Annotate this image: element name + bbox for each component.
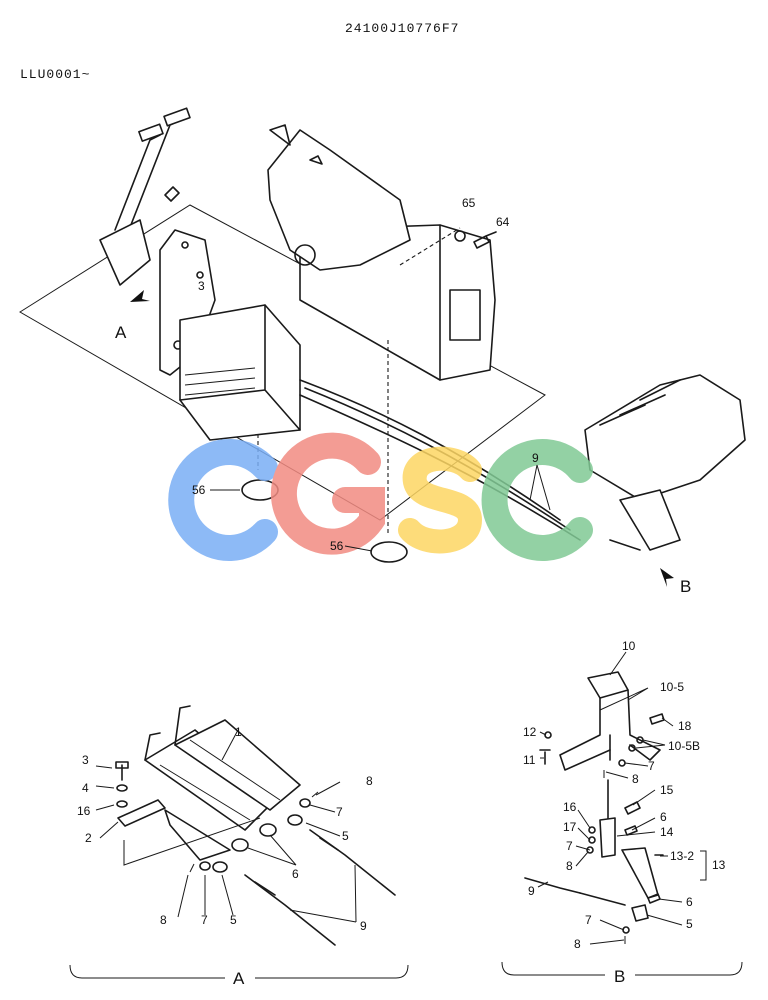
watermark-s	[398, 446, 483, 554]
drawing-code: LLU0001~	[20, 67, 90, 82]
washer-16-icon	[116, 800, 128, 808]
pad-56-right	[370, 541, 408, 563]
lever-14	[599, 817, 616, 858]
plate-13	[621, 847, 659, 899]
section-label-a: A	[233, 969, 245, 988]
callout-65: 65	[462, 196, 476, 210]
callout-3: 3	[198, 279, 205, 293]
pins-8	[189, 791, 319, 873]
callout-64: 64	[496, 215, 510, 229]
cable-upper	[299, 379, 561, 521]
a-callout-8-top: 8	[366, 774, 373, 788]
detail-a: 1 3 4 16 2 8 7 5 6 8 7 5 9 A	[69, 705, 409, 988]
b-callout-18: 18	[678, 719, 692, 733]
b-callout-6-bottom: 6	[686, 895, 693, 909]
callout-9: 9	[532, 451, 539, 465]
main-assembly	[19, 107, 746, 587]
b-callout-17: 17	[563, 820, 577, 834]
a-callout-6: 6	[292, 867, 299, 881]
a-callout-5-top: 5	[342, 829, 349, 843]
watermark	[168, 432, 593, 561]
b-callout-13: 13	[712, 858, 726, 872]
nut-65-icon	[454, 230, 466, 242]
b-callout-15: 15	[660, 783, 674, 797]
bolt-11-icon	[539, 749, 551, 765]
detail-a-bracket	[69, 964, 409, 979]
b-callout-7-mid: 7	[566, 839, 573, 853]
a-callout-16: 16	[77, 804, 91, 818]
bolt-64-icon	[473, 231, 497, 249]
rear-bracket	[267, 129, 411, 271]
console-box	[179, 304, 301, 441]
pin-6-top-icon	[624, 825, 638, 836]
bushing-5b	[212, 861, 228, 873]
callout-a: A	[115, 323, 127, 342]
b-callout-14: 14	[660, 825, 674, 839]
bolt-3-icon	[115, 761, 129, 781]
b-callout-10: 10	[622, 639, 636, 653]
bushing-5a	[287, 814, 303, 826]
b-callout-13-2: 13-2	[670, 849, 694, 863]
a-callout-2: 2	[85, 831, 92, 845]
bolt-15-icon	[624, 801, 641, 815]
b-callout-8-top: 8	[632, 772, 639, 786]
b-callout-9: 9	[528, 884, 535, 898]
b-callout-11: 11	[523, 753, 536, 767]
main-callouts: 65 64 3 A 56 56 9 B	[115, 196, 691, 596]
a-callout-5-bottom: 5	[230, 913, 237, 927]
arrow-a-icon	[130, 290, 150, 302]
b-callout-7-top: 7	[648, 759, 655, 773]
b-callout-16: 16	[563, 800, 577, 814]
washer-4-icon	[116, 784, 128, 792]
b-callout-6-top: 6	[660, 810, 667, 824]
detail-b-bracket	[501, 961, 743, 976]
b-callout-8-bottom: 8	[574, 937, 581, 951]
a-callout-7-top: 7	[336, 805, 343, 819]
b-callout-7-bottom: 7	[585, 913, 592, 927]
callout-b: B	[680, 577, 691, 596]
watermark-g	[270, 432, 385, 555]
pedal-right	[174, 719, 301, 811]
lever-left	[114, 134, 161, 231]
part-number: 24100J10776F7	[345, 21, 459, 36]
a-callout-3: 3	[82, 753, 89, 767]
cable-9-b	[524, 877, 581, 894]
detail-b: 10 10-5 12 11 18 10-5B 7 8 15 16 17 6 14…	[501, 639, 743, 986]
bushing-6b	[231, 838, 249, 852]
arrow-b-icon	[660, 568, 674, 587]
washer-7a	[299, 798, 311, 808]
callout-56-left: 56	[192, 483, 206, 497]
section-label-b: B	[614, 967, 625, 986]
a-callout-4: 4	[82, 781, 89, 795]
watermark-c2	[481, 439, 593, 561]
callout-56-right: 56	[330, 539, 344, 553]
a-callout-7-bottom: 7	[201, 913, 208, 927]
pedal-stems	[144, 705, 191, 761]
b-callout-8-mid: 8	[566, 859, 573, 873]
a-callout-1: 1	[235, 725, 242, 739]
b-callout-12: 12	[523, 725, 537, 739]
b-callout-5: 5	[686, 917, 693, 931]
control-valve	[584, 374, 746, 501]
washer-7b	[199, 861, 211, 871]
bushing-6a	[259, 823, 277, 837]
yoke-5-icon	[631, 904, 649, 922]
bracket-2	[117, 799, 166, 827]
bracket-10-top	[587, 671, 629, 699]
b-callout-10-5: 10-5	[660, 680, 684, 694]
watermark-c1	[168, 439, 278, 561]
bolt-18-icon	[649, 713, 665, 725]
b-callout-10-5b: 10-5B	[668, 739, 700, 753]
a-callout-9: 9	[360, 919, 367, 933]
control-stand	[159, 229, 216, 376]
pedal-plate	[99, 219, 151, 286]
a-callout-8-bottom: 8	[160, 913, 167, 927]
